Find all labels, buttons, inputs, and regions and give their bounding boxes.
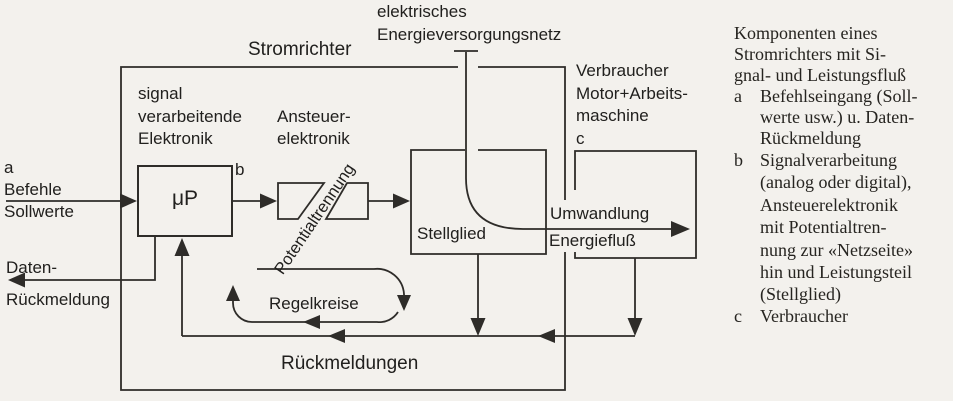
caption-intro-line: Komponenten eines <box>734 23 878 43</box>
supply-label-line: Energieversorgungsnetz <box>377 24 562 44</box>
stromrichter-label: Stromrichter <box>248 39 352 60</box>
label-line: Sollwerte <box>4 202 74 221</box>
caption-intro-line: Stromrichters mit Si- <box>734 44 886 64</box>
label-line: Ansteuer- <box>277 106 351 126</box>
supply-line-energy-arrow <box>454 50 672 230</box>
marker-c-label: c <box>576 128 585 148</box>
caption-line: nung zur «Netzseite» <box>760 239 913 260</box>
rueckmeldungen-label: Rückmeldungen <box>281 353 419 374</box>
label-line: Motor+Arbeits- <box>576 83 688 103</box>
supply-label-line: elektrisches <box>377 2 467 21</box>
label-line: Verbraucher <box>576 61 669 80</box>
caption-item-b: b Signalverarbeitung (analog oder digita… <box>734 149 953 306</box>
daten-label: Daten- <box>6 258 58 277</box>
marker-a-label: a <box>4 158 14 177</box>
verbraucher-box <box>574 150 697 259</box>
caption-line: Ansteuerelektronik <box>760 194 898 215</box>
daten-rueckmeldung-arrow <box>24 236 156 281</box>
input-label: a Befehle Sollwerte <box>4 157 74 223</box>
label-line: signal <box>138 84 183 103</box>
label-line: verarbeitende <box>138 106 242 126</box>
supply-network-label: elektrisches Energieversorgungsnetz <box>377 1 561 46</box>
caption-line: mit Potentialtren- <box>760 217 887 238</box>
regelkreise-label: Regelkreise <box>269 294 359 313</box>
signal-electronics-label: signal verarbeitende Elektronik <box>138 83 242 151</box>
caption-item-a: a Befehlseingang (Soll- werte usw.) u. D… <box>734 86 953 149</box>
umwandlung-label: Umwandlung <box>550 204 650 223</box>
caption-marker-a: a <box>734 86 742 106</box>
stromrichter-outer-box <box>120 66 566 391</box>
marker-b-label: b <box>235 160 245 179</box>
rueckmeldung-label: Rückmeldung <box>6 289 112 312</box>
microprocessor-label: μP <box>171 187 199 210</box>
label-line: elektronik <box>277 129 350 148</box>
caption-marker-b: b <box>734 150 743 170</box>
arrowheads <box>8 193 690 343</box>
caption-line: Rückmeldung <box>760 128 861 148</box>
caption-line: Signalverarbeitung <box>760 150 897 170</box>
caption-column: Komponenten eines Stromrichters mit Si- … <box>734 23 953 327</box>
caption-line: Befehlseingang (Soll- <box>760 86 918 106</box>
label-line: Befehle <box>4 180 62 199</box>
caption-item-c: c Verbraucher <box>734 306 953 327</box>
stellglied-label: Stellglied <box>417 224 486 243</box>
verbraucher-label: Verbraucher Motor+Arbeits- maschine c <box>576 60 688 150</box>
regelkreise-loop <box>232 267 405 324</box>
label-line: Elektronik <box>138 129 213 148</box>
ansteuer-electronics-label: Ansteuer- elektronik <box>277 106 351 151</box>
feedback-lines <box>181 254 636 337</box>
caption-line: werte usw.) u. Daten- <box>760 107 915 127</box>
caption-line: hin und Leistungsteil <box>760 262 912 283</box>
caption-line: Verbraucher <box>760 305 848 326</box>
label-line: maschine <box>576 106 649 125</box>
caption-marker-c: c <box>734 305 742 326</box>
energiefluss-label: Energiefluß <box>549 230 636 250</box>
caption-intro-line: gnal- und Leistungsfluß <box>734 65 906 85</box>
caption-line: (analog oder digital), <box>760 172 912 193</box>
potentialtrennung-symbol <box>277 182 369 220</box>
caption-intro: Komponenten eines Stromrichters mit Si- … <box>734 23 953 86</box>
caption-line: (Stellglied) <box>760 284 841 305</box>
